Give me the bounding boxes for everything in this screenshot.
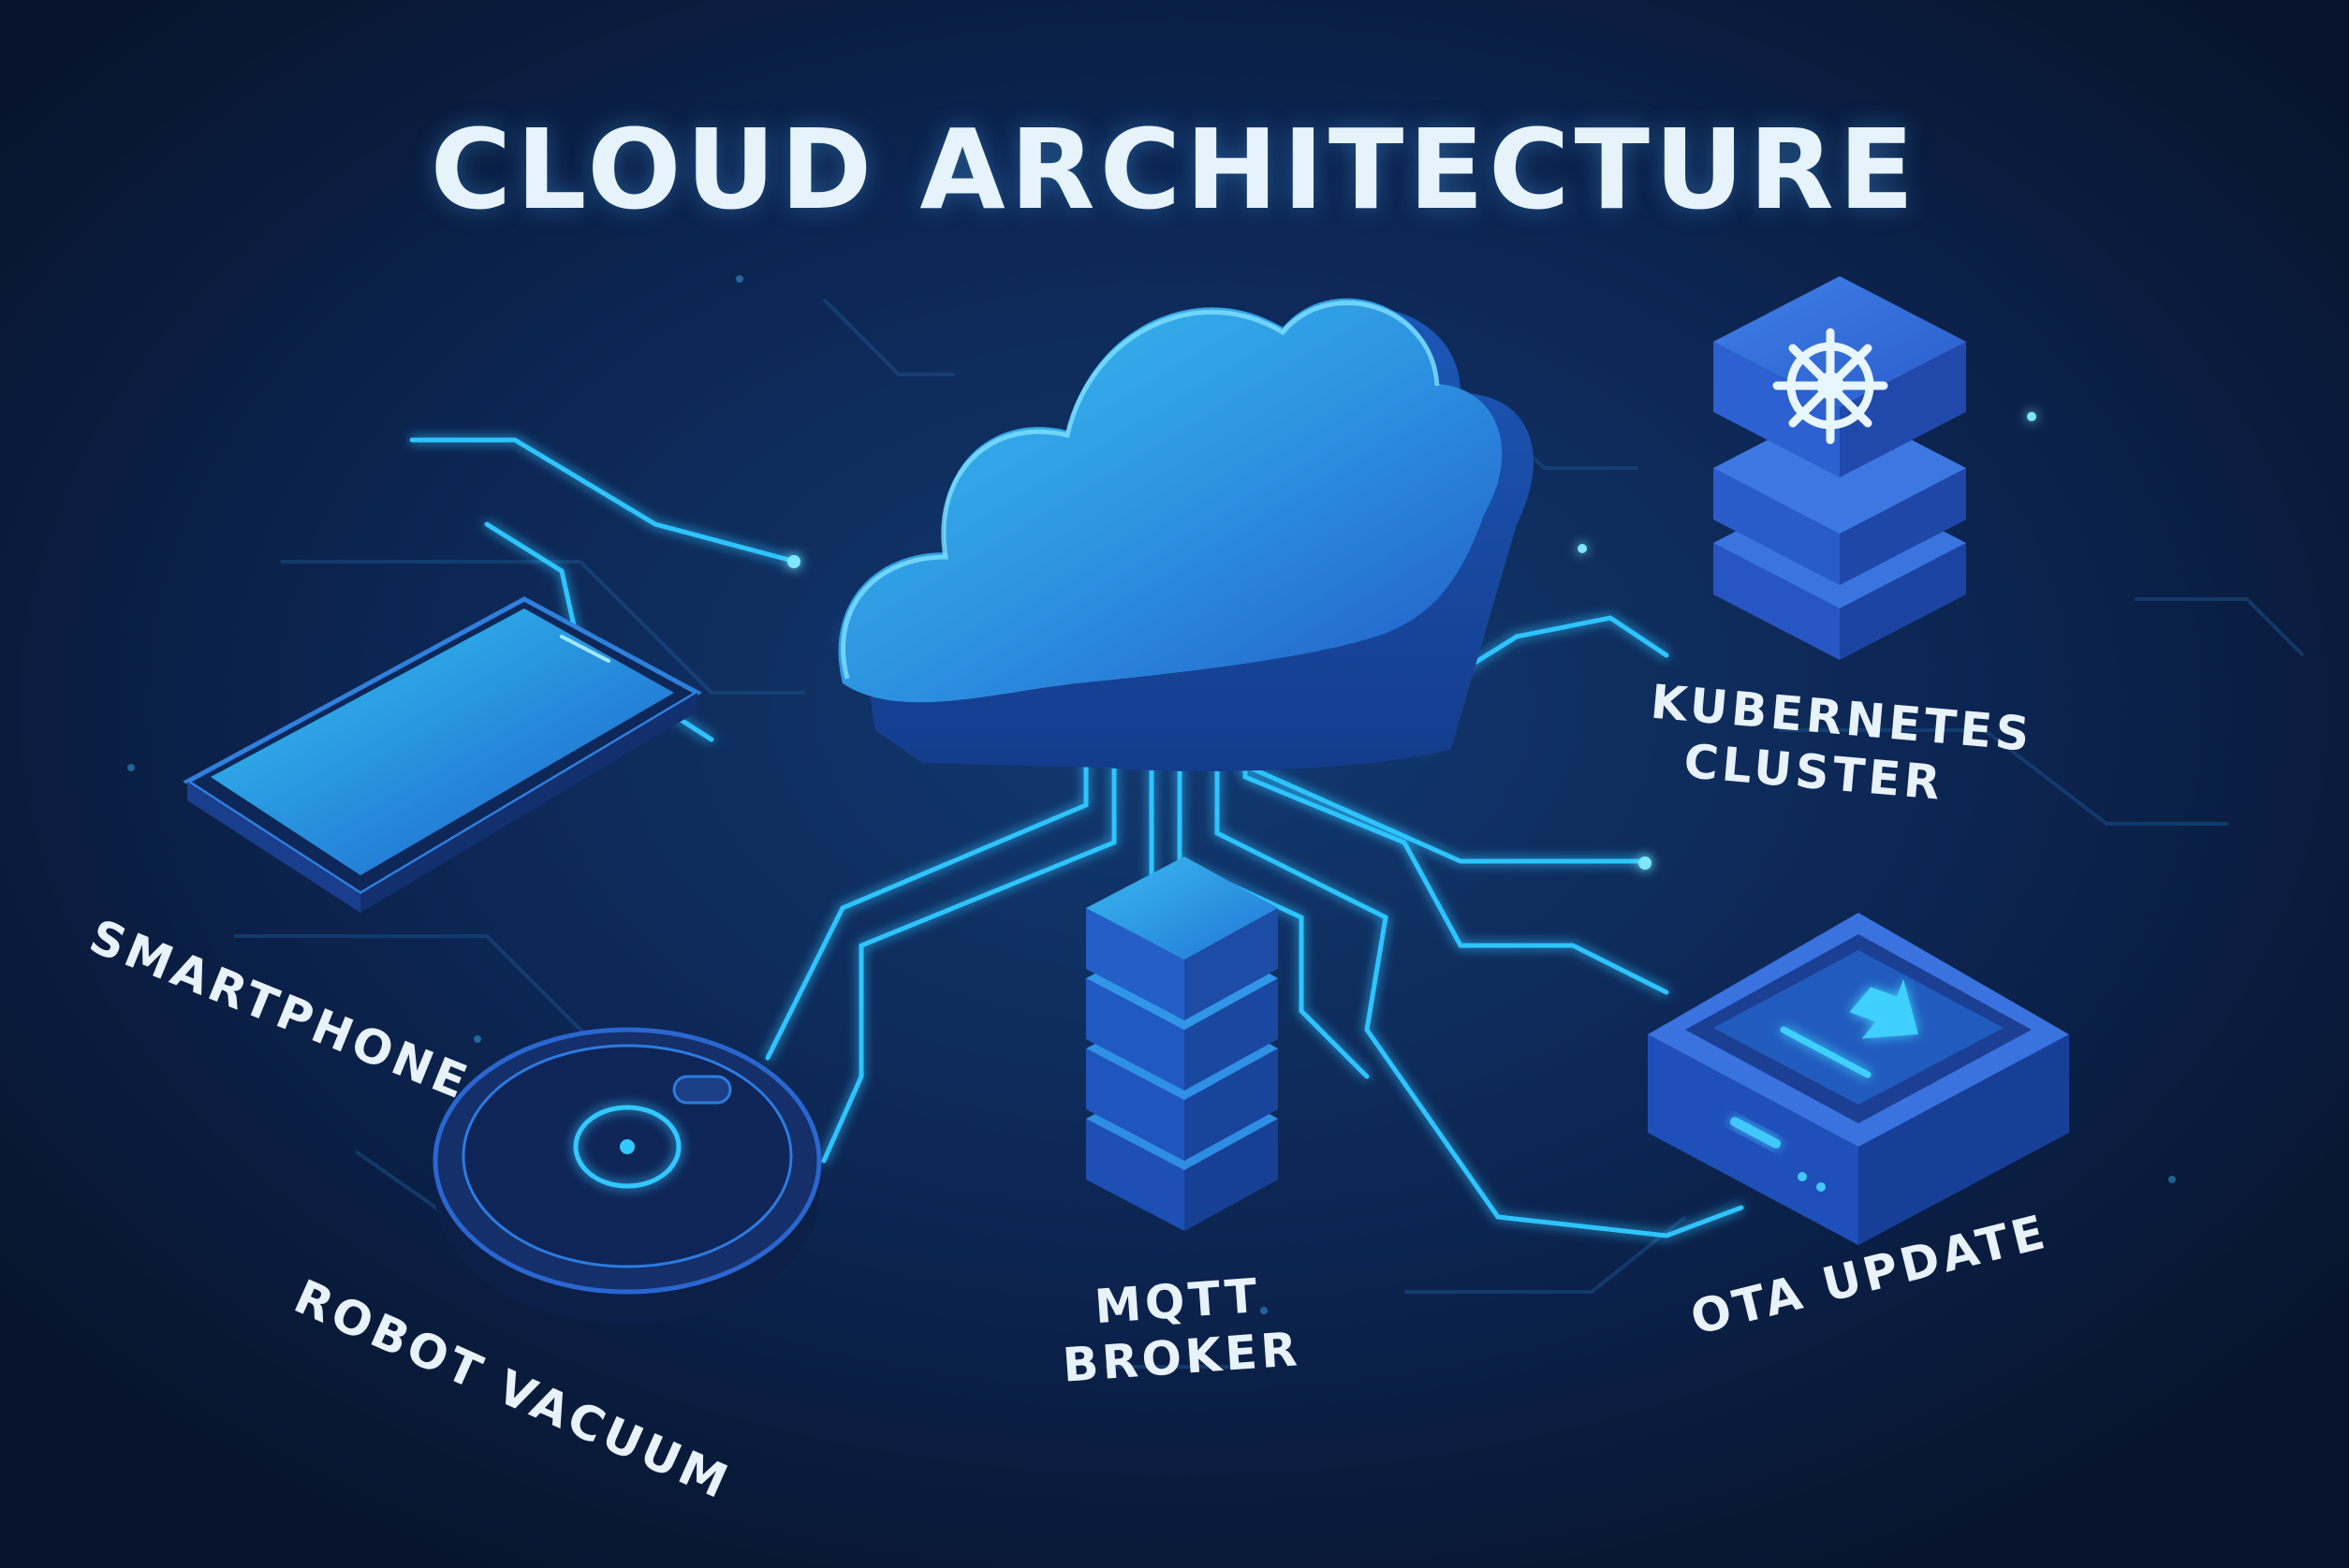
server-stack-icon — [1086, 857, 1278, 1231]
download-arrow-icon — [1780, 978, 1918, 1078]
robot-vacuum-icon — [433, 1027, 822, 1325]
page-title: CLOUD ARCHITECTURE — [430, 105, 1919, 234]
link-smartphone-upper — [409, 437, 799, 564]
connection-endpoints — [787, 412, 2036, 870]
cloud-icon — [838, 298, 1534, 771]
link-cloud-robot — [821, 624, 1117, 1164]
kubernetes-stack — [1713, 276, 1966, 660]
kubernetes-helm-icon — [1772, 328, 1888, 445]
mqtt-broker-label: MQTT BROKER — [1061, 1268, 1303, 1393]
ota-device — [1648, 913, 2069, 1245]
smartphone-icon — [183, 596, 703, 913]
background-circuit-traces — [234, 298, 2305, 1369]
